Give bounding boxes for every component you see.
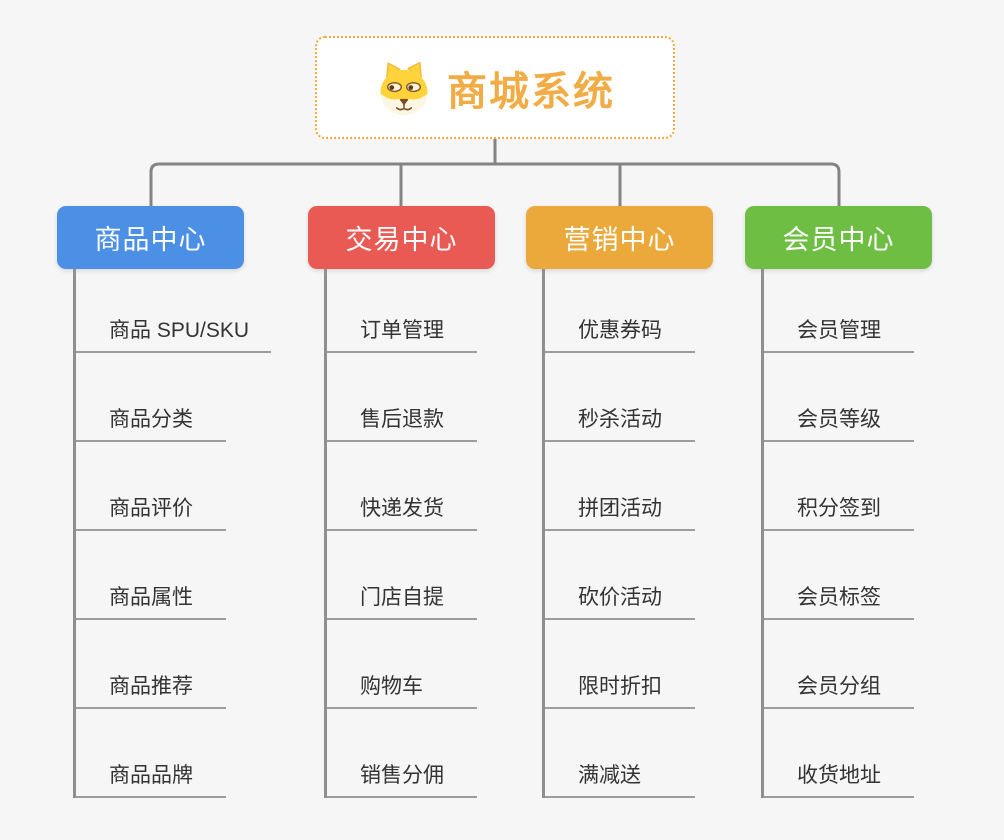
child-topic[interactable]: 拼团活动 <box>545 442 695 531</box>
branch-column: 营销中心优惠券码秒杀活动拼团活动砍价活动限时折扣满减送 <box>526 206 713 798</box>
branch-label: 商品中心 <box>94 225 207 255</box>
child-topic[interactable]: 会员管理 <box>764 269 914 353</box>
child-topic[interactable]: 积分签到 <box>764 442 914 531</box>
branch-label: 交易中心 <box>345 225 458 255</box>
doge-icon <box>380 61 428 115</box>
child-topic[interactable]: 快递发货 <box>327 442 477 531</box>
child-topic[interactable]: 商品分类 <box>76 353 226 442</box>
branch-node[interactable]: 商品中心 <box>57 206 244 269</box>
branch-children: 优惠券码秒杀活动拼团活动砍价活动限时折扣满减送 <box>542 269 695 798</box>
child-topic[interactable]: 砍价活动 <box>545 531 695 620</box>
branch-label: 营销中心 <box>563 225 676 255</box>
child-topic[interactable]: 会员分组 <box>764 620 914 709</box>
child-topic[interactable]: 商品属性 <box>76 531 226 620</box>
child-topic[interactable]: 满减送 <box>545 709 695 798</box>
root-node[interactable]: 商城系统 <box>315 36 675 139</box>
child-topic[interactable]: 优惠券码 <box>545 269 695 353</box>
child-topic[interactable]: 限时折扣 <box>545 620 695 709</box>
child-topic[interactable]: 收货地址 <box>764 709 914 798</box>
branch-children: 订单管理售后退款快递发货门店自提购物车销售分佣 <box>324 269 477 798</box>
child-topic[interactable]: 销售分佣 <box>327 709 477 798</box>
child-topic[interactable]: 商品推荐 <box>76 620 226 709</box>
branch-column: 交易中心订单管理售后退款快递发货门店自提购物车销售分佣 <box>308 206 495 798</box>
branch-label: 会员中心 <box>782 225 895 255</box>
branch-node[interactable]: 会员中心 <box>745 206 932 269</box>
child-topic[interactable]: 商品 SPU/SKU <box>76 269 272 353</box>
child-topic[interactable]: 商品评价 <box>76 442 226 531</box>
child-topic[interactable]: 订单管理 <box>327 269 477 353</box>
child-topic[interactable]: 门店自提 <box>327 531 477 620</box>
child-topic[interactable]: 会员等级 <box>764 353 914 442</box>
child-topic[interactable]: 秒杀活动 <box>545 353 695 442</box>
root-title: 商城系统 <box>447 69 615 114</box>
child-topic[interactable]: 商品品牌 <box>76 709 226 798</box>
branch-children: 会员管理会员等级积分签到会员标签会员分组收货地址 <box>761 269 914 798</box>
branch-node[interactable]: 营销中心 <box>526 206 713 269</box>
child-topic[interactable]: 售后退款 <box>327 353 477 442</box>
branch-node[interactable]: 交易中心 <box>308 206 495 269</box>
child-topic[interactable]: 购物车 <box>327 620 477 709</box>
child-topic[interactable]: 会员标签 <box>764 531 914 620</box>
branch-column: 会员中心会员管理会员等级积分签到会员标签会员分组收货地址 <box>745 206 932 798</box>
connector-path <box>149 139 841 206</box>
